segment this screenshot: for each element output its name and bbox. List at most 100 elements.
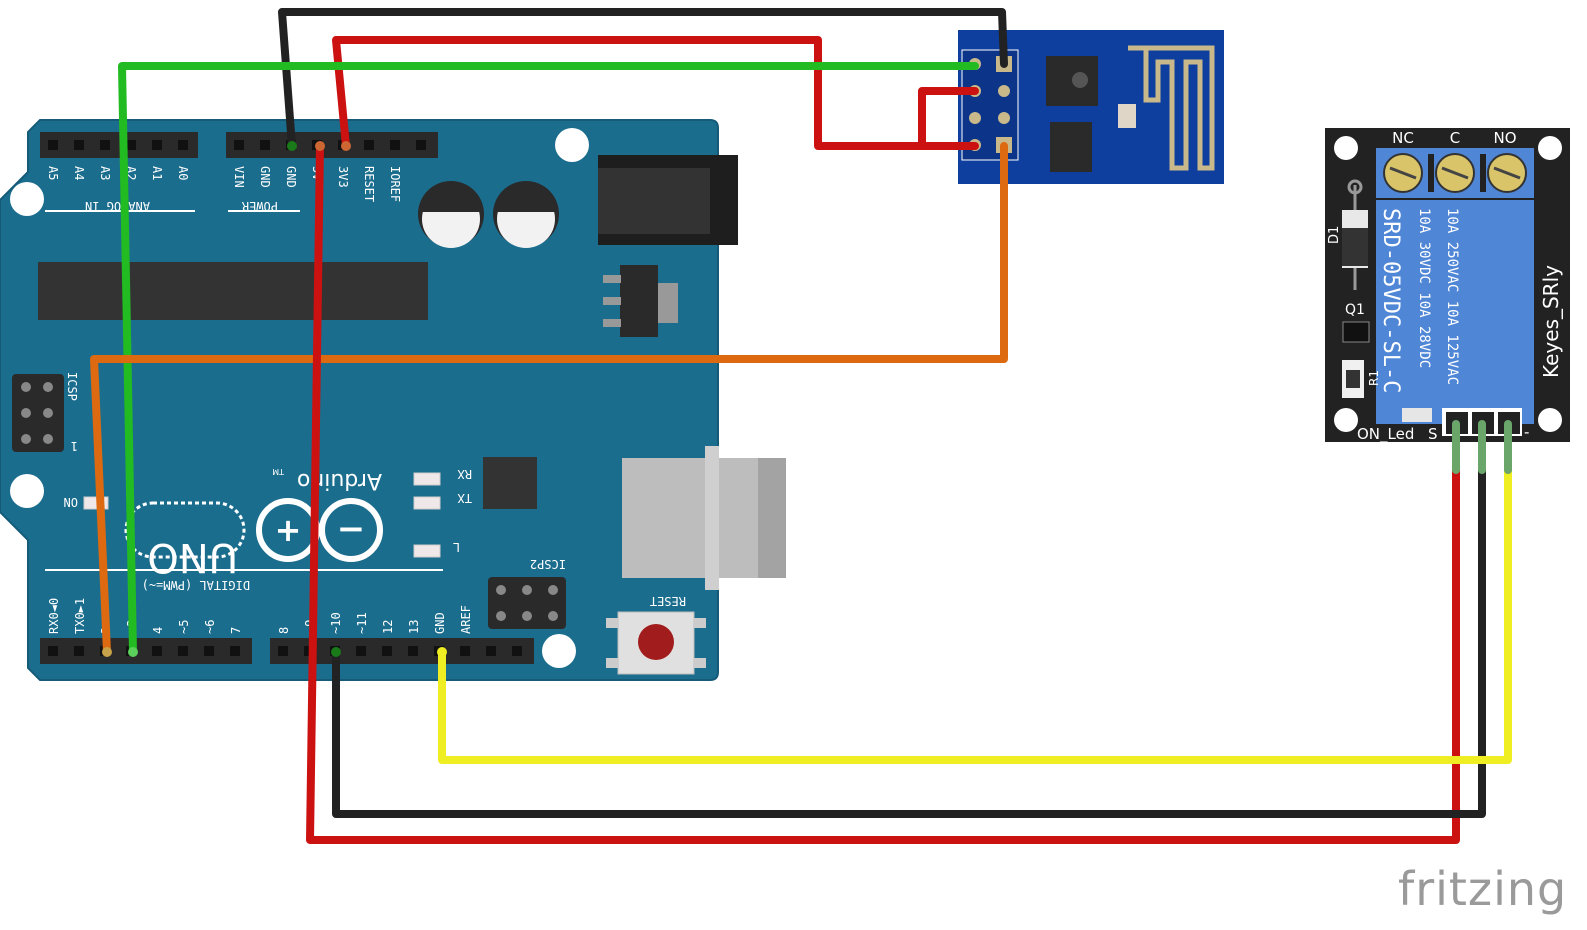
- analog-pin-label: A5: [46, 166, 60, 180]
- uno-logo-text: UNO: [147, 534, 238, 580]
- mounting-hole: [1334, 136, 1358, 160]
- rx-label: RX: [457, 467, 472, 481]
- wire-red-esp-bridge: [918, 87, 979, 150]
- icsp-pin-one: 1: [71, 439, 78, 453]
- r1-label: R1: [1367, 370, 1381, 386]
- analog-pin-label: A0: [176, 166, 190, 180]
- transistor-q1: [1342, 321, 1370, 343]
- wire-black-gnd-relay: [332, 466, 1486, 818]
- power-pin-label: VIN: [232, 166, 246, 188]
- usb-chip: [483, 457, 537, 509]
- microcontroller-chip: [38, 262, 428, 320]
- tx-label: TX: [457, 491, 472, 505]
- power-pin-label: GND: [284, 166, 298, 188]
- wire-red-5v-relay: [306, 142, 1460, 844]
- relay-rating-1: 10A 250VAC 10A 125VAC: [1444, 208, 1460, 385]
- wire-yellow-signal-relay: [438, 466, 1512, 764]
- relay-title: Keyes_SRly: [1539, 265, 1563, 378]
- digital-pin-label: AREF: [459, 605, 473, 634]
- relay-terminal-label: NO: [1493, 129, 1516, 147]
- relay-block: [1376, 200, 1534, 424]
- digital-header-label: DIGITAL (PWM=~): [142, 578, 250, 592]
- icsp-header: [12, 374, 64, 452]
- esp8266-module: [958, 30, 1224, 184]
- mounting-hole: [10, 474, 44, 508]
- digital-pin-label: 12: [381, 620, 395, 634]
- reset-button[interactable]: [606, 611, 706, 675]
- signal-pin-label: S: [1428, 425, 1438, 443]
- screw-terminals: [1376, 148, 1534, 198]
- l-led: [413, 544, 441, 558]
- digital-pin-label: GND: [433, 612, 447, 634]
- esp-chip: [1046, 56, 1098, 106]
- mounting-hole: [1334, 408, 1358, 432]
- power-header-label: POWER: [241, 199, 278, 213]
- power-pin-label: 3V3: [336, 166, 350, 188]
- usb-connector: [622, 446, 786, 590]
- trademark-text: TM: [272, 467, 285, 476]
- relay-terminal-label: C: [1450, 129, 1460, 147]
- analog-pin-label: A3: [98, 166, 112, 180]
- svg-text:−: −: [337, 509, 366, 549]
- relay-terminal-label: NC: [1392, 129, 1414, 147]
- mounting-hole: [1538, 136, 1562, 160]
- relay-module: NC C NO SRD-05VDC-SL-C 10A 250VAC 10A 125V…: [1325, 128, 1570, 444]
- capacitor: [418, 181, 484, 248]
- arduino-logo: UNO + − Arduino TM: [124, 467, 383, 580]
- power-header: [226, 132, 438, 158]
- icsp-label: ICSP: [65, 372, 79, 401]
- power-jack: [598, 155, 738, 245]
- digital-header-low: [40, 638, 252, 664]
- analog-pin-label: A4: [72, 166, 86, 180]
- q1-label: Q1: [1345, 302, 1365, 318]
- tx-led: [413, 496, 441, 510]
- digital-pin-label: ~6: [203, 620, 217, 634]
- wire-black-gnd-esp: [278, 8, 1008, 150]
- on-led-label: ON_Led: [1357, 425, 1414, 444]
- reset-label: RESET: [650, 594, 686, 608]
- l-label: L: [453, 540, 460, 554]
- power-pin-label: IOREF: [388, 166, 402, 202]
- arduino-brand-text: Arduino: [297, 468, 382, 493]
- digital-pin-label: ~5: [177, 620, 191, 634]
- wire-orange-d1-esp: [90, 142, 1008, 656]
- wire-green-d2-esp: [118, 62, 979, 656]
- relay-terminal-labels: NC C NO: [1392, 129, 1516, 147]
- digital-pin-label: 8: [277, 627, 291, 634]
- digital-pin-label: 13: [407, 620, 421, 634]
- power-pin-label: GND: [258, 166, 272, 188]
- icsp2-label: ICSP2: [530, 557, 566, 571]
- relay-part-number: SRD-05VDC-SL-C: [1378, 208, 1403, 393]
- antenna-trace: [1128, 45, 1215, 171]
- mounting-hole: [10, 182, 44, 216]
- digital-pin-label: 4: [151, 627, 165, 634]
- mounting-hole: [555, 128, 589, 162]
- digital-pin-label: ~11: [355, 612, 369, 634]
- icsp2-header: [488, 577, 566, 629]
- arduino-board-body: [0, 119, 719, 681]
- power-pin-label: RESET: [362, 166, 376, 202]
- wires: [90, 8, 1512, 844]
- digital-pin-label: TX0►1: [73, 598, 87, 634]
- digital-pin-label: RX0◄0: [47, 598, 61, 634]
- wire-red-3v3-esp: [332, 36, 979, 150]
- diode-d1: [1342, 179, 1368, 290]
- relay-rating-2: 10A 30VDC 10A 28VDC: [1416, 208, 1432, 368]
- mounting-hole: [1538, 408, 1562, 432]
- analog-header: [40, 132, 198, 158]
- on-led-relay: [1402, 408, 1432, 422]
- svg-text:+: +: [275, 511, 302, 549]
- analog-pin-label: A1: [150, 166, 164, 180]
- d1-label: D1: [1327, 226, 1342, 244]
- flash-chip: [1050, 122, 1092, 172]
- voltage-regulator: [603, 265, 678, 337]
- mounting-hole: [542, 634, 576, 668]
- fritzing-watermark: fritzing: [1398, 862, 1568, 916]
- minus-pin-label: -: [1524, 423, 1529, 441]
- on-label: ON: [64, 495, 78, 509]
- digital-pin-label: ~10: [329, 612, 343, 634]
